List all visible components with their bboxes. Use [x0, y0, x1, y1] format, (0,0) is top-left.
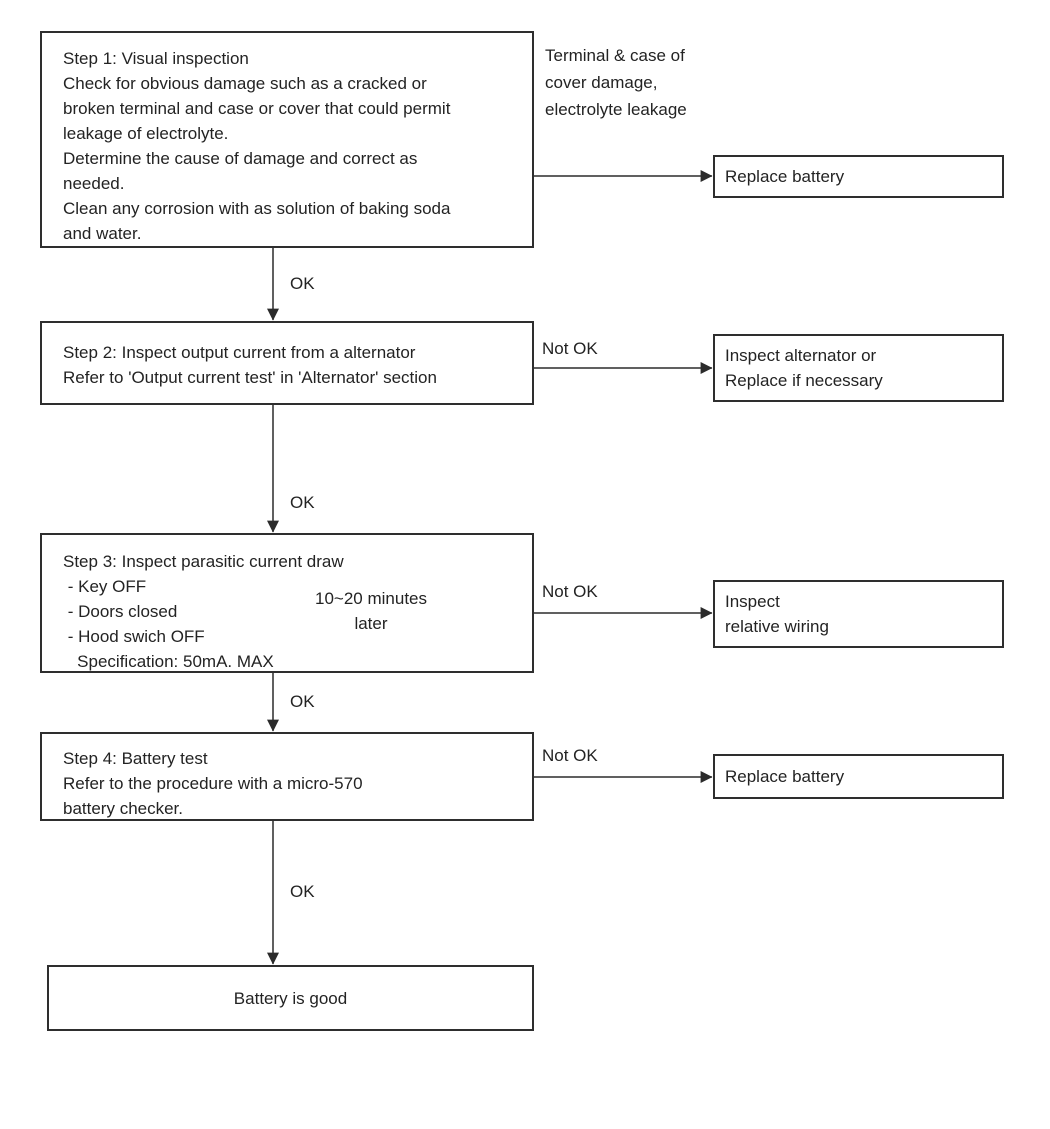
not-ok-label-1: Not OK: [542, 339, 598, 358]
ok-label-4: OK: [290, 882, 315, 901]
step1-line: broken terminal and case or cover that c…: [63, 99, 451, 118]
inspect-alternator-line: Inspect alternator or: [725, 346, 877, 365]
delay-note-line: later: [354, 614, 388, 633]
step3-line: - Hood swich OFF: [63, 627, 205, 646]
inspect-wiring-line: relative wiring: [725, 617, 829, 636]
ok-label-1: OK: [290, 274, 315, 293]
step3-line: - Key OFF: [63, 577, 147, 596]
ok-label-2: OK: [290, 493, 315, 512]
inspect-wiring-box: Inspect relative wiring: [713, 580, 1004, 648]
step1-line: Determine the cause of damage and correc…: [63, 149, 418, 168]
step3-box: Step 3: Inspect parasitic current draw -…: [40, 533, 534, 673]
step4-box: Step 4: Battery test Refer to the proced…: [40, 732, 534, 821]
delay-note-line: 10~20 minutes: [315, 589, 427, 608]
step1-line: Check for obvious damage such as a crack…: [63, 74, 427, 93]
step1-box: Step 1: Visual inspection Check for obvi…: [40, 31, 534, 248]
terminal-damage-note-line: electrolyte leakage: [545, 100, 687, 119]
replace-battery-label: Replace battery: [725, 167, 845, 186]
step3-line: Step 3: Inspect parasitic current draw: [63, 552, 344, 571]
replace-battery-box-1: Replace battery: [713, 155, 1004, 198]
ok-label-3: OK: [290, 692, 315, 711]
step3-line: Specification: 50mA. MAX: [63, 652, 274, 671]
inspect-wiring-line: Inspect: [725, 592, 780, 611]
replace-battery-box-2: Replace battery: [713, 754, 1004, 799]
battery-good-label: Battery is good: [233, 988, 348, 1008]
step4-line: Step 4: Battery test: [63, 749, 208, 768]
step1-line: needed.: [63, 174, 125, 193]
inspect-alternator-line: Replace if necessary: [725, 371, 883, 390]
step1-line: leakage of electrolyte.: [63, 124, 229, 143]
step1-line: and water.: [63, 224, 142, 243]
terminal-damage-note: Terminal & case of cover damage, electro…: [545, 42, 687, 123]
terminal-damage-note-line: cover damage,: [545, 73, 658, 92]
step2-line: Step 2: Inspect output current from a al…: [63, 343, 416, 362]
not-ok-label-2: Not OK: [542, 582, 598, 601]
not-ok-label-3: Not OK: [542, 746, 598, 765]
step1-line: Clean any corrosion with as solution of …: [63, 199, 451, 218]
step2-line: Refer to 'Output current test' in 'Alter…: [63, 368, 437, 387]
step3-line: - Doors closed: [63, 602, 178, 621]
step4-line: Refer to the procedure with a micro-570: [63, 774, 363, 793]
step4-line: battery checker.: [63, 799, 184, 818]
battery-good-box: Battery is good: [47, 965, 534, 1031]
delay-note: 10~20 minutes later: [303, 586, 439, 636]
replace-battery-label: Replace battery: [725, 767, 845, 786]
step1-line: Step 1: Visual inspection: [63, 49, 249, 68]
inspect-alternator-box: Inspect alternator or Replace if necessa…: [713, 334, 1004, 402]
step2-box: Step 2: Inspect output current from a al…: [40, 321, 534, 405]
terminal-damage-note-line: Terminal & case of: [545, 46, 685, 65]
